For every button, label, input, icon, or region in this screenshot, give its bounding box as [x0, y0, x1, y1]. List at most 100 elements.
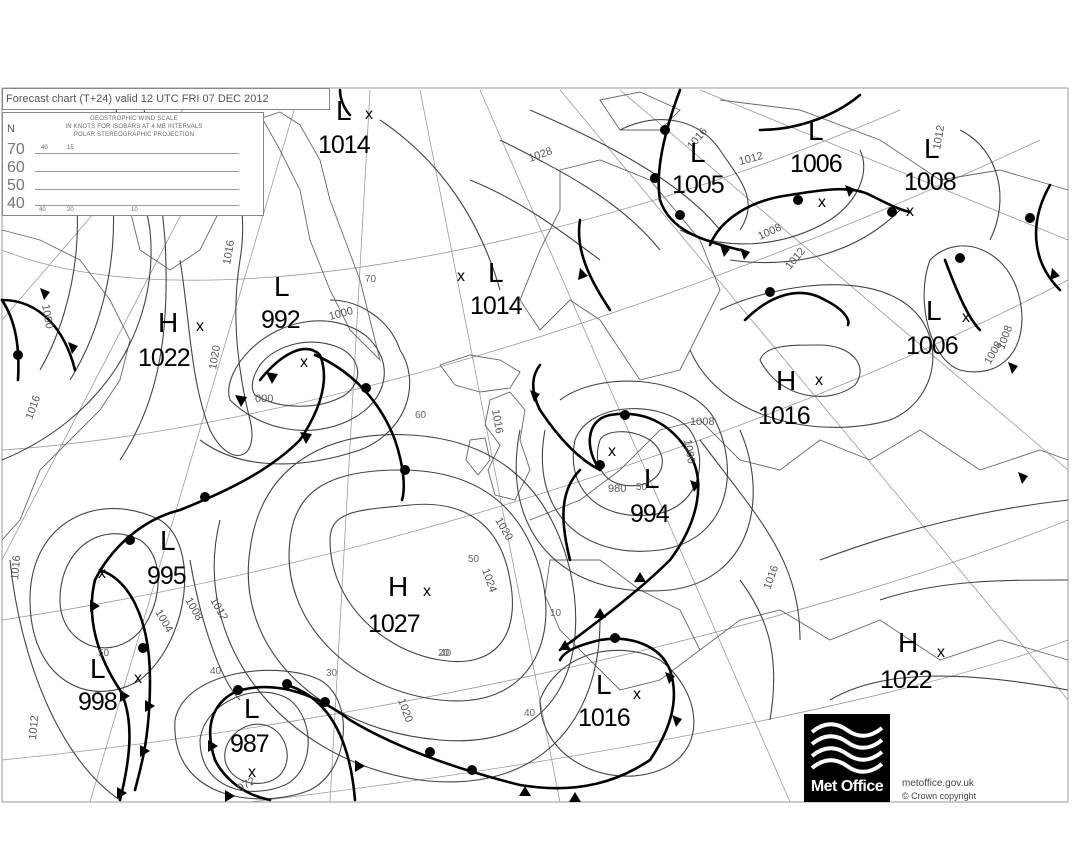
site-link[interactable]: metoffice.gov.uk: [902, 778, 974, 789]
front-line: [0, 298, 77, 372]
latitude-label: 60: [415, 410, 427, 421]
latitude-label: 40: [210, 666, 222, 677]
ireland-coast: [465, 437, 491, 476]
isobar: [224, 723, 288, 784]
meridian: [479, 89, 791, 803]
isobar: [699, 439, 801, 641]
warm-front-semicircle: [200, 492, 210, 502]
warm-front-semicircle: [675, 210, 685, 220]
cold-front-triangle: [1050, 268, 1060, 280]
centre-marker: x: [818, 194, 826, 211]
latitude-label: 40: [440, 648, 452, 659]
scale-latitude: 60: [7, 159, 25, 176]
latitude-label: 50: [468, 554, 480, 565]
iceland-coast: [439, 354, 521, 393]
isobar-label: 1008: [690, 416, 714, 428]
centre-marker: x: [134, 670, 142, 687]
centre-marker: x: [457, 268, 465, 285]
isobar: [679, 149, 865, 245]
latitude-label: 10: [550, 608, 562, 619]
isobar: [515, 429, 754, 592]
cold-front-triangle: [1018, 472, 1028, 484]
scale-line: [35, 205, 239, 206]
front-line: [577, 218, 612, 312]
system-letter: L: [596, 669, 612, 700]
isobar-label: 1020: [207, 344, 223, 370]
cold-front-triangle: [145, 700, 155, 712]
cold-front-triangle: [225, 790, 235, 802]
isobar: [189, 559, 241, 701]
isobar: [529, 109, 721, 231]
front-line: [98, 568, 152, 792]
system-letter: L: [336, 95, 352, 126]
warm-front-semicircle: [233, 685, 243, 695]
meridian: [329, 89, 371, 803]
warm-front-semicircle: [320, 697, 330, 707]
mediterranean-coast: [699, 609, 1069, 661]
meridian: [619, 89, 1069, 471]
isobar-label: 1012: [931, 124, 947, 150]
meridian: [559, 89, 1069, 701]
russia-coast: [719, 99, 1069, 191]
scale-latitude: 70: [7, 141, 25, 158]
iberia-coast: [544, 559, 701, 691]
front-line: [313, 353, 406, 502]
warm-front-semicircle: [400, 465, 410, 475]
isobar: [572, 408, 701, 517]
warm-front-semicircle: [650, 173, 660, 183]
system-value: 994: [630, 500, 670, 528]
isobar: [29, 508, 186, 692]
cold-front-triangle: [300, 432, 312, 444]
system-letter: L: [274, 271, 290, 302]
latitude-circle: [1, 279, 1069, 621]
latitude-circle: [1, 519, 1069, 761]
front-line: [943, 258, 982, 332]
isobar: [739, 579, 775, 721]
scandinavia-coast: [519, 159, 721, 381]
latitude-circle: [1, 109, 901, 281]
system-letter: L: [926, 295, 942, 326]
system-value: 1022: [880, 666, 932, 694]
system-letter: L: [160, 525, 176, 556]
front-line: [558, 412, 700, 652]
warm-front-semicircle: [425, 747, 435, 757]
warm-front-semicircle: [125, 535, 135, 545]
isobar: [9, 559, 121, 801]
scale-heading: GEOSTROPHIC WIND SCALE: [90, 116, 178, 122]
latitude-label: 20: [438, 648, 450, 659]
scale-tick: 15: [67, 145, 74, 151]
meridian: [89, 89, 301, 803]
centre-marker: x: [300, 354, 308, 371]
isobar-label: 980: [608, 483, 626, 495]
isobar: [596, 431, 663, 487]
front-line: [531, 363, 602, 472]
system-value: 1005: [672, 171, 724, 199]
system-value: 1027: [368, 610, 420, 638]
front-line: [1034, 183, 1062, 292]
latitude-circle: [1, 139, 1041, 451]
system-letter: L: [808, 115, 824, 146]
isobar: [469, 179, 601, 261]
system-letter: H: [776, 365, 796, 396]
latitude-label: 50: [636, 482, 648, 493]
system-letter: L: [924, 133, 940, 164]
latitude-label: 30: [326, 668, 338, 679]
latitude-labels: 70 60 50 40 30 20 40 50 10 40 50: [98, 274, 648, 719]
isobar-label: 1000: [681, 438, 697, 464]
centre-marker: x: [633, 686, 641, 703]
latitude-label: 50: [98, 648, 110, 659]
isobar-label: 000: [255, 393, 273, 405]
cold-front-triangle: [845, 185, 855, 197]
isobar-label: 1016: [489, 408, 505, 434]
warm-front-semicircle: [955, 253, 965, 263]
wind-scale-panel: N GEOSTROPHIC WIND SCALE IN KNOTS FOR IS…: [2, 112, 264, 216]
front-line: [708, 187, 912, 247]
cold-front-triangle: [690, 480, 700, 492]
chart-title: Forecast chart (T+24) valid 12 UTC FRI 0…: [2, 88, 330, 110]
centre-marker: x: [962, 309, 970, 326]
cold-front-triangle: [740, 248, 750, 260]
greenland-coast: [261, 111, 381, 362]
uk-coast: [484, 391, 531, 501]
isobar-label: 1000: [39, 303, 55, 329]
cold-front-triangle: [519, 786, 531, 796]
